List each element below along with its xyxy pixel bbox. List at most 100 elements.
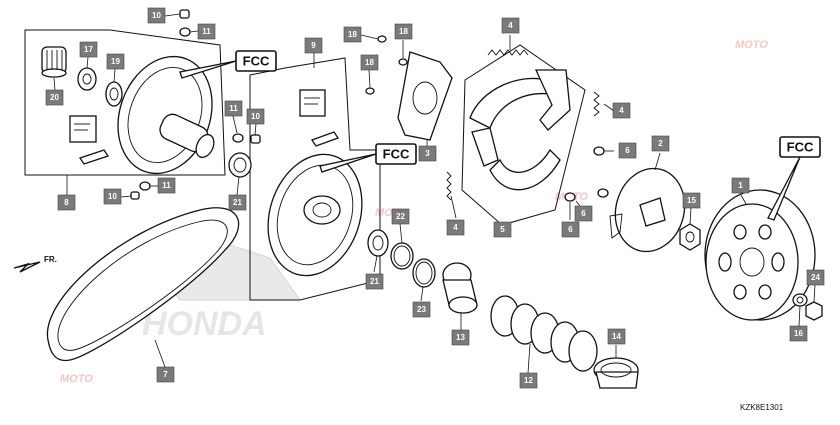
- callout-21-b: 21: [365, 273, 384, 290]
- callout-4-b: 4: [612, 102, 631, 119]
- part-24-nut: [805, 301, 823, 321]
- svg-text:2: 2: [658, 139, 663, 148]
- callout-20: 20: [45, 89, 64, 106]
- svg-text:7: 7: [163, 370, 168, 379]
- callout-10-b: 10: [246, 108, 265, 125]
- spring-4-top: [487, 49, 529, 56]
- callout-11-b: 11: [224, 100, 243, 117]
- callout-24: 24: [806, 269, 825, 286]
- brand-text: HONDA: [142, 305, 267, 343]
- part-23-ring: [412, 258, 436, 288]
- fcc-arrow-2: [319, 153, 377, 173]
- svg-text:11: 11: [202, 27, 211, 36]
- svg-text:22: 22: [396, 212, 405, 221]
- callout-5: 5: [493, 221, 512, 238]
- callout-11-c: 11: [157, 177, 176, 194]
- svg-text:4: 4: [508, 21, 513, 30]
- callout-11-a: 11: [197, 23, 216, 40]
- nut-11-top: [179, 27, 191, 37]
- leader-lines: [53, 13, 816, 374]
- svg-text:FCC: FCC: [383, 147, 410, 162]
- callout-10-c: 10: [103, 188, 122, 205]
- callout-23: 23: [412, 301, 431, 318]
- callout-6-a: 6: [618, 142, 637, 159]
- callout-8: 8: [57, 194, 76, 211]
- part-14-cup: [593, 357, 639, 389]
- callout-18-c: 18: [360, 54, 379, 71]
- svg-text:9: 9: [311, 41, 316, 50]
- part-1-clutch-outer: [704, 189, 816, 321]
- nut-18-a: [377, 35, 387, 43]
- part-17-seal: [77, 67, 97, 91]
- svg-text:17: 17: [84, 45, 93, 54]
- svg-text:10: 10: [108, 192, 117, 201]
- svg-text:14: 14: [612, 332, 621, 341]
- svg-text:15: 15: [687, 196, 696, 205]
- clutch-shoe-lower: [471, 127, 561, 191]
- nut-18-c: [365, 87, 375, 95]
- callout-12: 12: [519, 372, 538, 389]
- bolt-10-low: [130, 191, 140, 200]
- nut-18-b: [398, 58, 408, 66]
- group-8-frame: [24, 29, 226, 176]
- svg-text:12: 12: [524, 376, 533, 385]
- callout-1: 1: [731, 177, 750, 194]
- callout-16: 16: [789, 325, 808, 342]
- part-21-seal-a: [228, 152, 252, 178]
- callout-17: 17: [79, 41, 98, 58]
- svg-text:24: 24: [811, 273, 820, 282]
- callout-6-b: 6: [574, 205, 593, 222]
- watermark-4: MOTO: [735, 39, 768, 51]
- svg-text:4: 4: [453, 223, 458, 232]
- watermark-3: MOTO: [60, 373, 93, 385]
- fcc-label-1: FCC: [235, 50, 277, 72]
- group-5-frame: [461, 44, 586, 226]
- part-2-drive-plate: [609, 167, 686, 253]
- svg-text:23: 23: [417, 305, 426, 314]
- svg-text:FCC: FCC: [243, 54, 270, 69]
- part-3-plate: [397, 51, 453, 141]
- callout-3: 3: [418, 145, 437, 162]
- svg-text:6: 6: [625, 146, 630, 155]
- nut-6-c: [597, 188, 609, 198]
- part-15-nut: [679, 223, 701, 251]
- part-19-bearing: [105, 81, 123, 107]
- part-21-seal-b: [367, 229, 389, 257]
- callout-14: 14: [607, 328, 626, 345]
- drive-face: [117, 55, 215, 175]
- grease-tube-1: [78, 149, 110, 165]
- nut-6-a: [593, 146, 605, 156]
- svg-text:3: 3: [425, 149, 430, 158]
- part-12-spring: [490, 295, 598, 372]
- svg-text:11: 11: [229, 104, 238, 113]
- fcc-label-2: FCC: [375, 143, 417, 165]
- callout-4-a: 4: [501, 17, 520, 34]
- callout-18-a: 18: [343, 26, 362, 43]
- part-22-ring: [390, 242, 414, 270]
- fr-label: FR.: [44, 255, 57, 264]
- svg-text:8: 8: [64, 198, 69, 207]
- spring-4-low: [446, 171, 452, 201]
- part-13-collar: [442, 262, 478, 314]
- fr-arrow: FR.: [13, 255, 57, 273]
- fcc-arrow-1: [179, 60, 237, 79]
- callout-13: 13: [451, 329, 470, 346]
- svg-text:19: 19: [111, 57, 120, 66]
- svg-text:10: 10: [152, 11, 161, 20]
- bolt-10-top: [179, 9, 190, 19]
- svg-text:11: 11: [162, 181, 171, 190]
- callout-10-a: 10: [147, 7, 166, 24]
- part-20-bearing: [41, 46, 67, 78]
- grease-symbol-2: [299, 89, 326, 117]
- callout-4-c: 4: [446, 219, 465, 236]
- svg-text:16: 16: [794, 329, 803, 338]
- callout-15: 15: [682, 192, 701, 209]
- bolt-10-mid: [250, 134, 261, 144]
- drive-pulley-face: [267, 153, 363, 277]
- svg-text:20: 20: [50, 93, 59, 102]
- callout-7: 7: [156, 366, 175, 383]
- svg-text:6: 6: [581, 209, 586, 218]
- callout-21-a: 21: [228, 194, 247, 211]
